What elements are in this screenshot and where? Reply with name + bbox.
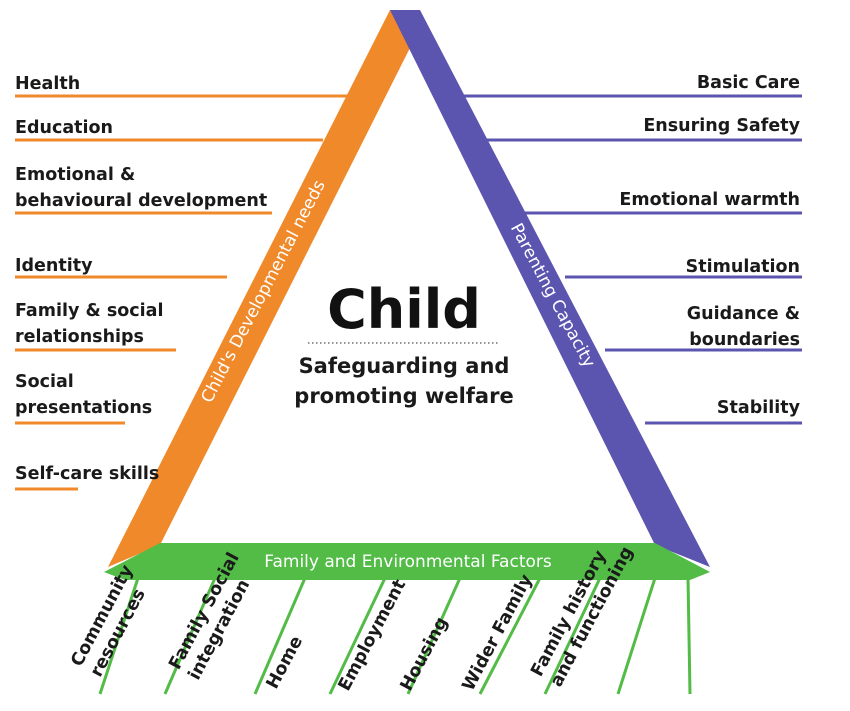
bottom-label-lines xyxy=(98,577,692,695)
bottom-line-home xyxy=(253,577,307,695)
left-label-emotional-line1: Emotional & xyxy=(15,165,135,185)
left-label-identity: Identity xyxy=(15,256,93,276)
right-label-emotional-warmth: Emotional warmth xyxy=(619,190,800,210)
left-label-health: Health xyxy=(15,74,80,94)
left-label-self-care: Self-care skills xyxy=(15,464,159,484)
right-label-guidance-line2: boundaries xyxy=(689,330,800,350)
left-label-lines xyxy=(15,94,355,491)
bottom-line-extra-1 xyxy=(616,577,657,695)
bottom-side-label: Family and Environmental Factors xyxy=(264,552,552,572)
right-label-ensuring-safety: Ensuring Safety xyxy=(643,116,800,136)
right-label-guidance-line1: Guidance & xyxy=(687,304,800,324)
right-side-bar xyxy=(390,10,710,567)
bottom-line-wider-family xyxy=(478,577,542,695)
bottom-line-extra-2 xyxy=(686,577,692,695)
right-labels: Basic Care Ensuring Safety Emotional war… xyxy=(619,73,800,418)
bottom-label-wider-family: Wider Family xyxy=(459,571,537,695)
left-labels: Health Education Emotional & behavioural… xyxy=(15,74,267,484)
bottom-line-community xyxy=(98,577,140,695)
left-label-education: Education xyxy=(15,118,113,138)
center-subtitle-line1: Safeguarding and xyxy=(299,354,510,378)
left-label-social-line1: Social xyxy=(15,372,74,392)
right-label-stimulation: Stimulation xyxy=(686,257,800,277)
left-label-family-social-line1: Family & social xyxy=(15,301,163,321)
bottom-side-bar xyxy=(104,543,710,580)
bottom-line-employment xyxy=(328,577,387,695)
left-side-bar xyxy=(108,10,420,567)
right-label-stability: Stability xyxy=(717,398,801,418)
bottom-line-family-history xyxy=(543,577,602,695)
right-side-label: Parenting Capacity xyxy=(506,220,599,371)
left-label-emotional-line2: behavioural development xyxy=(15,191,267,211)
left-label-social-line2: presentations xyxy=(15,398,152,418)
bottom-label-employment: Employment xyxy=(335,576,410,694)
right-label-basic-care: Basic Care xyxy=(697,73,800,93)
bottom-line-housing xyxy=(406,577,462,695)
bottom-label-housing: Housing xyxy=(397,614,452,694)
right-label-lines xyxy=(455,94,802,425)
left-label-family-social-line2: relationships xyxy=(15,327,144,347)
center-title: Child xyxy=(327,278,481,341)
center-subtitle-line2: promoting welfare xyxy=(294,384,513,408)
bottom-line-family-social-integration xyxy=(163,577,217,695)
